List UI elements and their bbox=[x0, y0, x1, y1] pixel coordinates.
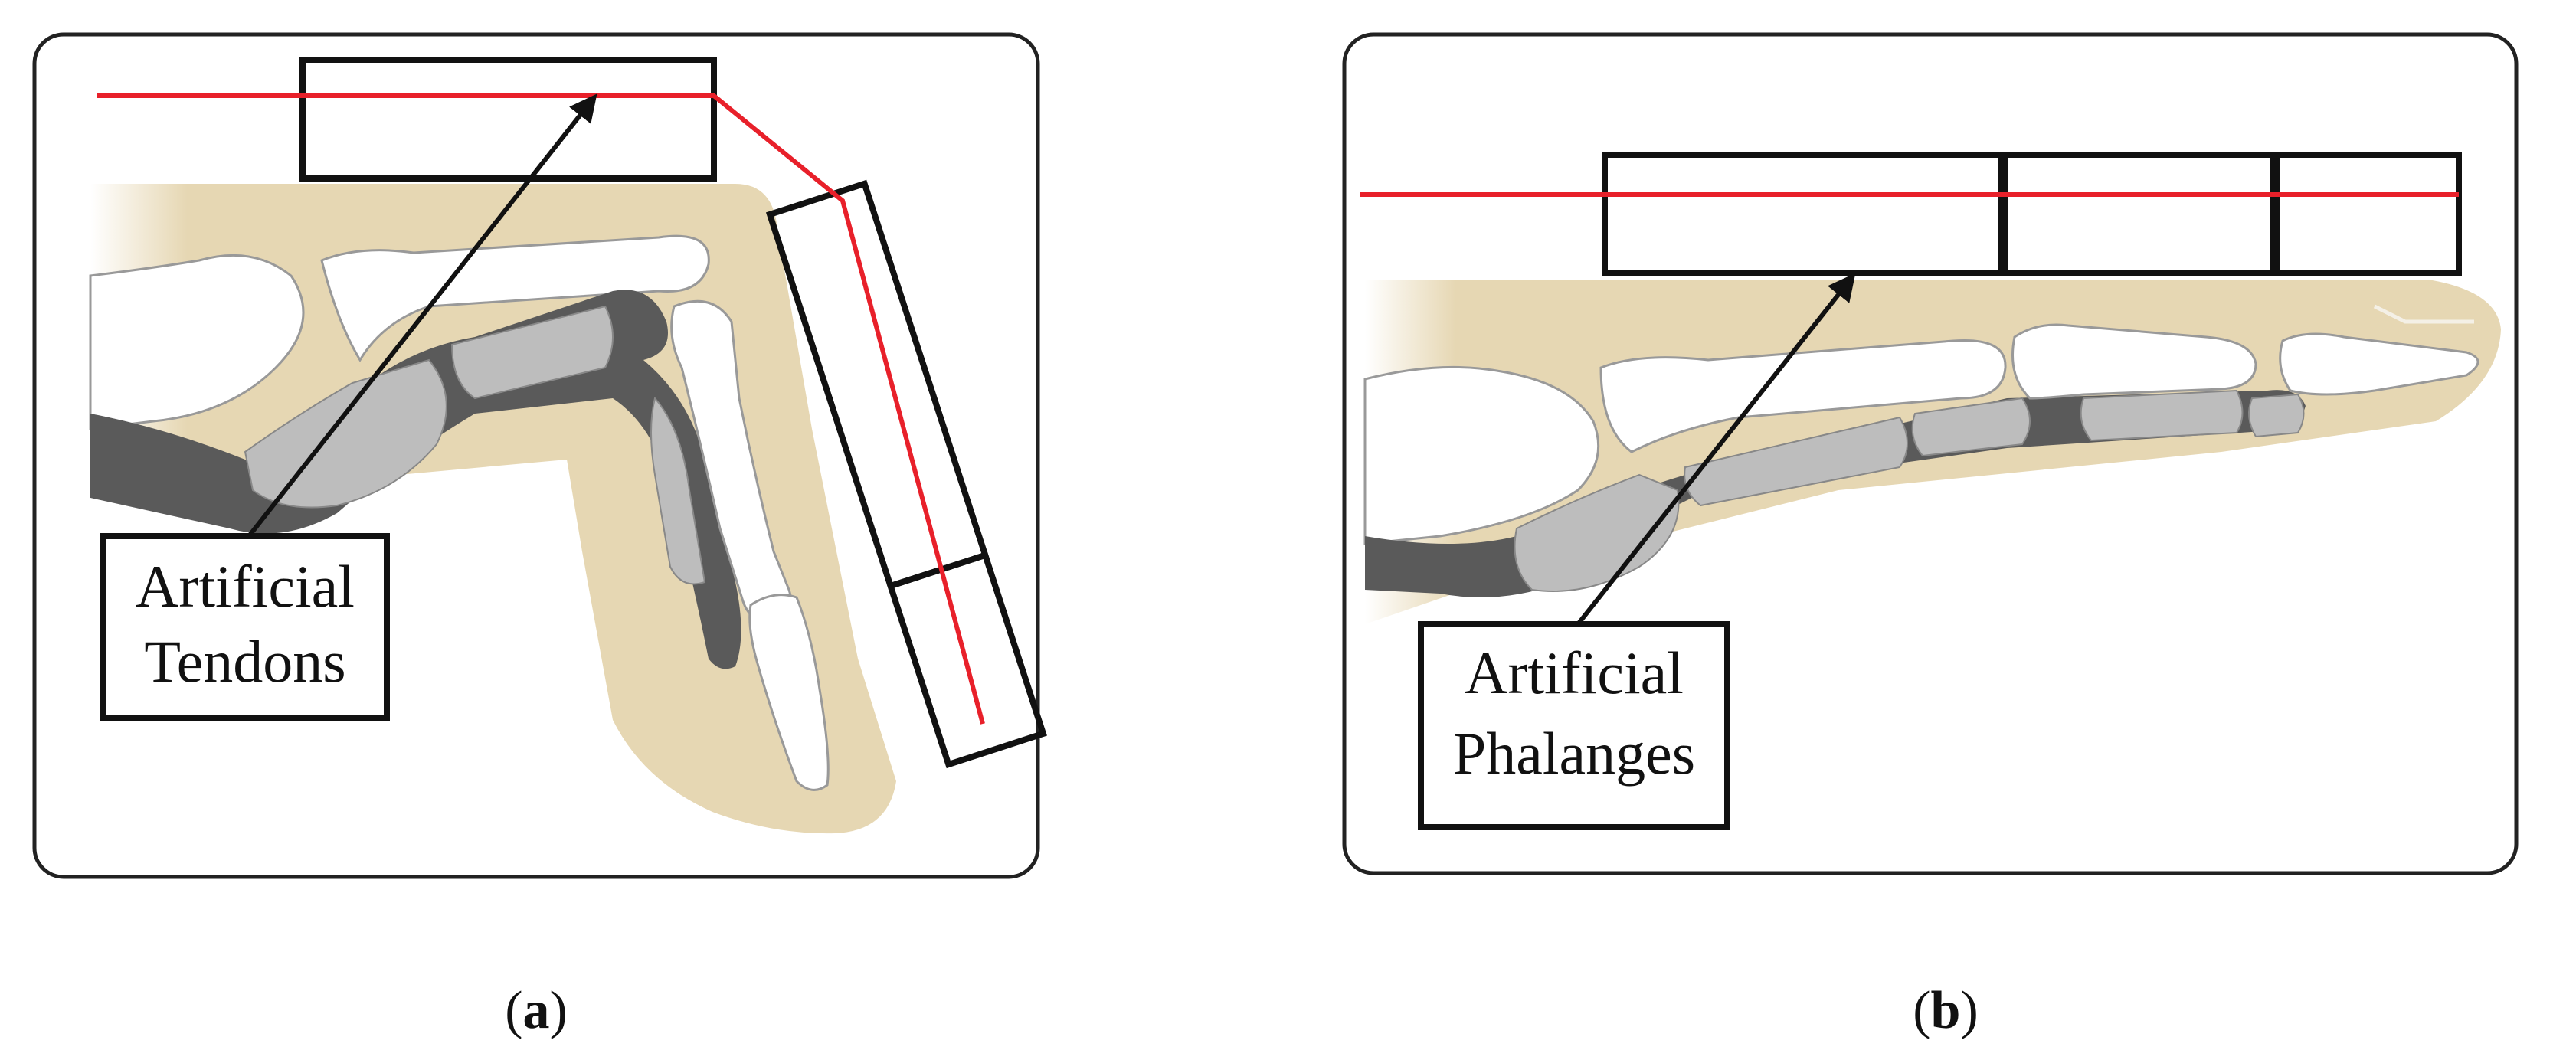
cartilage-a-2 bbox=[450, 305, 614, 400]
panel-b-caption-close: ) bbox=[1960, 981, 1978, 1040]
cartilage-b-2 bbox=[1684, 416, 1908, 507]
callout-arrow-b bbox=[1576, 273, 1856, 626]
metacarpal-bone-b bbox=[1363, 365, 1600, 545]
panel-b-caption-open: ( bbox=[1913, 981, 1930, 1040]
callout-text-a-line2: Tendons bbox=[144, 628, 345, 695]
panel-b: Artificial Phalanges (b) bbox=[1342, 32, 2519, 1040]
proximal-phalanx-b bbox=[1599, 339, 2007, 453]
cartilage-b-4 bbox=[2080, 389, 2244, 442]
cartilage-b-3 bbox=[1911, 397, 2031, 457]
cartilage-a-1 bbox=[244, 358, 447, 509]
distal-phalanx-b bbox=[2279, 332, 2479, 396]
callout-text-b-line1: Artificial bbox=[1465, 640, 1684, 706]
joint-band-a bbox=[90, 290, 741, 669]
cartilage-b-5 bbox=[2248, 393, 2305, 438]
callout-box-a bbox=[100, 533, 390, 721]
artificial-tendon-line-a bbox=[97, 93, 985, 725]
panel-a: Artificial Tendons (a) bbox=[32, 32, 1047, 1040]
cartilage-b-1 bbox=[1514, 473, 1680, 592]
panel-a-caption-letter: a bbox=[523, 981, 550, 1040]
middle-phalanx-b bbox=[2011, 323, 2257, 400]
callout-text-b-line2: Phalanges bbox=[1453, 720, 1695, 787]
nail-line-b bbox=[2373, 304, 2474, 324]
callout-arrow-a bbox=[247, 93, 597, 538]
callout-box-b bbox=[1418, 621, 1730, 830]
panel-b-caption: (b) bbox=[1913, 981, 1979, 1040]
artificial-phalanx-box-a-top bbox=[299, 57, 717, 182]
distal-phalanx-a bbox=[748, 594, 830, 791]
proximal-phalanx-a bbox=[320, 234, 710, 362]
cartilage-a-3 bbox=[650, 396, 706, 585]
panel-a-caption: (a) bbox=[505, 981, 568, 1040]
artificial-phalanx-segment-a-2 bbox=[886, 551, 1047, 769]
callout-text-a-line1: Artificial bbox=[136, 553, 355, 620]
metacarpal-bone-a bbox=[89, 254, 305, 430]
artificial-phalanx-box-a-tilted bbox=[765, 179, 1047, 769]
panel-b-caption-letter: b bbox=[1931, 981, 1961, 1040]
panel-a-caption-close: ) bbox=[550, 981, 568, 1040]
panel-a-caption-open: ( bbox=[505, 981, 522, 1040]
